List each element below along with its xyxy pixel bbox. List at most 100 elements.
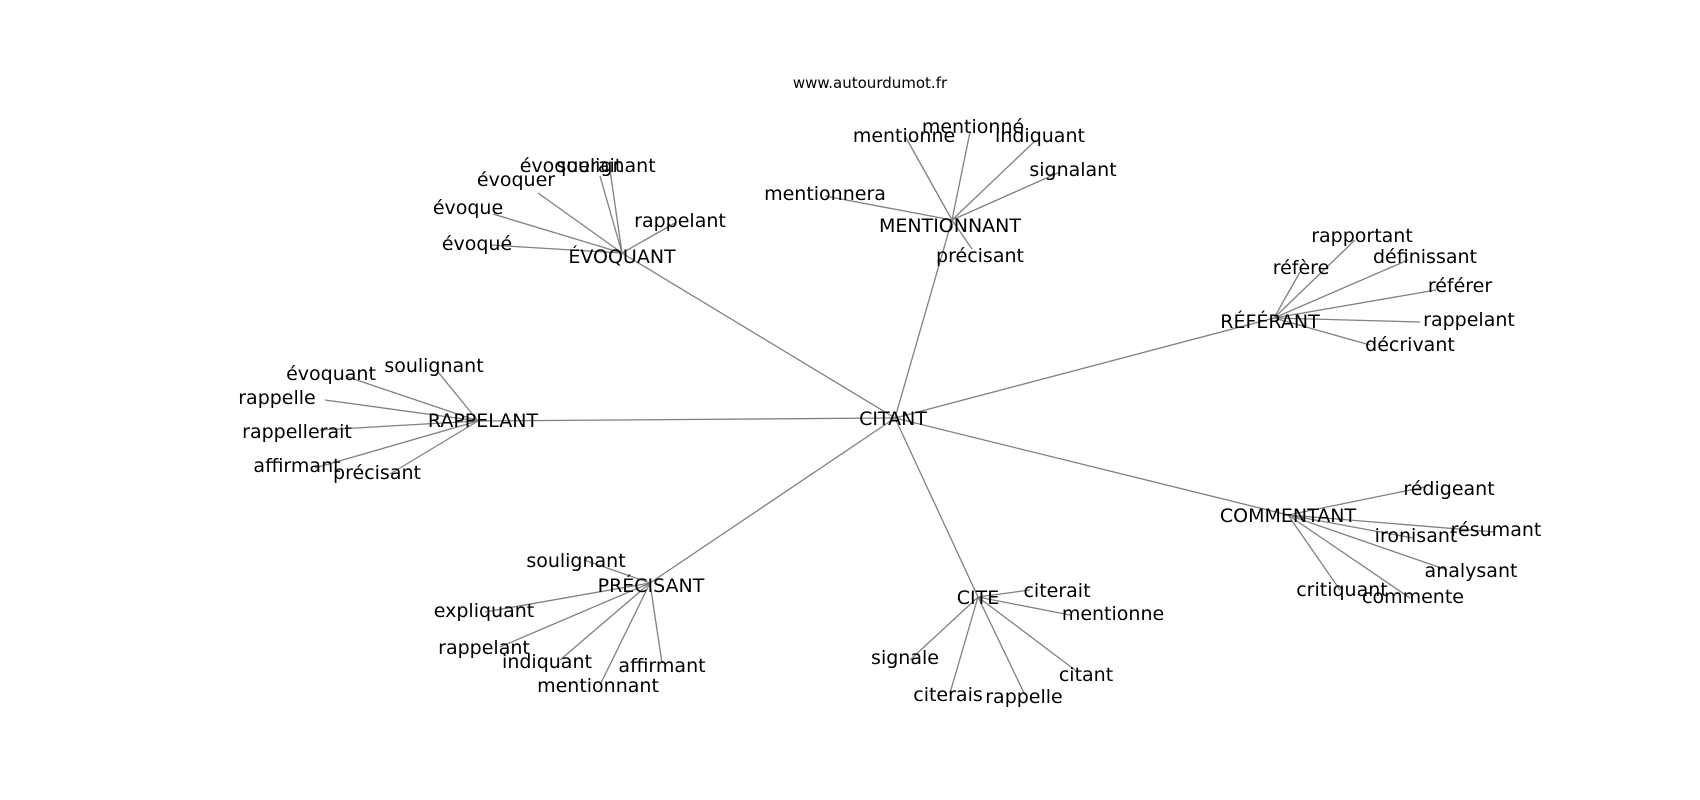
edge-root-2 bbox=[894, 219, 953, 419]
edge-hub-2-leaf-5 bbox=[824, 195, 953, 221]
leaf-node-label[interactable]: indiquant bbox=[995, 125, 1085, 147]
hub-node-label[interactable]: ÉVOQUANT bbox=[568, 245, 676, 268]
edge-root-4 bbox=[477, 417, 896, 422]
edge-hub-4-leaf-5 bbox=[314, 420, 479, 469]
edge-hub-5-leaf-3 bbox=[1287, 514, 1414, 539]
edge-hub-1-leaf-5 bbox=[489, 244, 623, 254]
leaf-node-label[interactable]: rapportant bbox=[1311, 225, 1413, 247]
edge-hub-5-leaf-4 bbox=[1287, 514, 1448, 571]
edge-hub-1-leaf-4 bbox=[492, 213, 623, 254]
edge-hub-7-leaf-3 bbox=[909, 596, 979, 661]
edge-hub-5-leaf-6 bbox=[1287, 514, 1411, 599]
leaf-node-label[interactable]: soulignant bbox=[526, 550, 625, 572]
hub-node-label[interactable]: RÉFÉRANT bbox=[1220, 310, 1320, 333]
leaf-node-label[interactable]: rappelle bbox=[238, 387, 316, 409]
edge-hub-6-leaf-2 bbox=[484, 582, 651, 613]
leaf-node-label[interactable]: soulignant bbox=[556, 155, 655, 177]
hub-node-label[interactable]: CITE bbox=[957, 587, 999, 609]
edge-root-3 bbox=[894, 317, 1275, 419]
edge-hub-7-leaf-6 bbox=[977, 596, 1026, 696]
edge-hub-4-leaf-6 bbox=[389, 420, 479, 475]
edge-hub-3-leaf-3 bbox=[1273, 259, 1409, 319]
hub-node-label[interactable]: COMMENTANT bbox=[1220, 505, 1357, 527]
leaf-node-label[interactable]: citant bbox=[1059, 664, 1113, 686]
leaf-node-label[interactable]: évoque bbox=[433, 197, 503, 219]
edge-hub-4-leaf-3 bbox=[324, 399, 479, 422]
leaf-node-label[interactable]: réfère bbox=[1273, 257, 1330, 279]
edge-hub-7-leaf-5 bbox=[949, 596, 979, 694]
leaf-node-label[interactable]: référer bbox=[1428, 275, 1493, 297]
edge-hub-3-leaf-6 bbox=[1273, 317, 1371, 346]
leaf-node-label[interactable]: mentionnera bbox=[764, 183, 886, 205]
edge-root-5 bbox=[894, 417, 1289, 516]
leaf-node-label[interactable]: évoqué bbox=[442, 233, 512, 255]
edge-hub-4-leaf-1 bbox=[437, 371, 479, 422]
leaf-node-label[interactable]: évoquerait bbox=[520, 155, 623, 177]
hub-node-label[interactable]: PRÉCISANT bbox=[598, 574, 705, 597]
edge-hub-4-leaf-2 bbox=[344, 375, 479, 422]
leaf-node-label[interactable]: précisant bbox=[333, 462, 421, 484]
leaf-node-label[interactable]: mentionnant bbox=[537, 675, 659, 697]
leaf-node-label[interactable]: commente bbox=[1362, 586, 1464, 608]
edge-hub-6-leaf-4 bbox=[559, 582, 651, 661]
leaf-node-label[interactable]: rappelant bbox=[438, 637, 530, 659]
edge-hub-7-leaf-4 bbox=[977, 596, 1076, 671]
hub-node-label[interactable]: RAPPELANT bbox=[428, 410, 539, 432]
leaf-node-label[interactable]: évoquer bbox=[477, 169, 555, 191]
source-url: www.autourdumot.fr bbox=[793, 74, 948, 92]
edge-hub-6-leaf-1 bbox=[583, 559, 651, 584]
leaf-node-label[interactable]: rédigeant bbox=[1403, 478, 1494, 500]
leaf-node-label[interactable]: mentionne bbox=[1062, 603, 1164, 625]
leaf-node-label[interactable]: rappelant bbox=[634, 210, 726, 232]
edge-root-6 bbox=[649, 417, 896, 584]
edge-hub-3-leaf-2 bbox=[1273, 271, 1301, 319]
leaf-node-label[interactable]: analysant bbox=[1425, 560, 1518, 582]
leaf-node-label[interactable]: rappelant bbox=[1423, 309, 1515, 331]
edge-hub-3-leaf-4 bbox=[1273, 289, 1437, 319]
edge-hub-5-leaf-5 bbox=[1287, 514, 1341, 591]
leaf-node-label[interactable]: signalant bbox=[1029, 159, 1116, 181]
leaf-node-label[interactable]: rappelle bbox=[985, 686, 1063, 708]
leaf-node-label[interactable]: ironisant bbox=[1375, 525, 1458, 547]
leaf-node-label[interactable]: mentionne bbox=[853, 125, 955, 147]
graph-labels: évoqueraitsoulignantévoquerévoqueévoquér… bbox=[238, 116, 1541, 708]
edge-hub-2-leaf-4 bbox=[951, 171, 1061, 221]
leaf-node-label[interactable]: affirmant bbox=[618, 655, 705, 677]
leaf-node-label[interactable]: mentionné bbox=[922, 116, 1024, 138]
edge-hub-1-leaf-3 bbox=[537, 192, 623, 254]
root-node-label[interactable]: CITANT bbox=[859, 408, 927, 430]
graph-edges bbox=[314, 131, 1496, 696]
leaf-node-label[interactable]: affirmant bbox=[253, 455, 340, 477]
edge-hub-1-leaf-2 bbox=[609, 169, 623, 254]
hub-node-label[interactable]: MENTIONNANT bbox=[879, 215, 1021, 237]
edge-hub-2-leaf-3 bbox=[951, 139, 1037, 221]
edge-hub-5-leaf-2 bbox=[1287, 514, 1496, 533]
edge-hub-6-leaf-6 bbox=[599, 582, 651, 686]
edge-hub-7-leaf-2 bbox=[977, 596, 1071, 616]
leaf-node-label[interactable]: critiquant bbox=[1296, 579, 1388, 601]
edge-hub-1-leaf-1 bbox=[599, 175, 623, 254]
leaf-node-label[interactable]: expliquant bbox=[434, 600, 534, 622]
edge-hub-2-leaf-1 bbox=[904, 135, 953, 221]
edge-hub-2-leaf-6 bbox=[951, 219, 973, 250]
leaf-node-label[interactable]: évoquant bbox=[286, 363, 376, 385]
leaf-node-label[interactable]: citerais bbox=[913, 684, 983, 706]
edge-hub-7-leaf-1 bbox=[977, 589, 1031, 598]
leaf-node-label[interactable]: signale bbox=[871, 647, 939, 669]
leaf-node-label[interactable]: soulignant bbox=[384, 355, 483, 377]
edge-hub-6-leaf-3 bbox=[499, 582, 651, 648]
leaf-node-label[interactable]: indiquant bbox=[502, 651, 592, 673]
leaf-node-label[interactable]: précisant bbox=[936, 245, 1024, 267]
leaf-node-label[interactable]: résumant bbox=[1451, 519, 1542, 541]
leaf-node-label[interactable]: décrivant bbox=[1365, 334, 1455, 356]
edge-hub-3-leaf-1 bbox=[1273, 239, 1356, 319]
edge-hub-4-leaf-4 bbox=[319, 420, 479, 431]
edge-hub-5-leaf-1 bbox=[1287, 486, 1426, 516]
edge-root-1 bbox=[621, 252, 896, 419]
leaf-node-label[interactable]: rappellerait bbox=[242, 421, 352, 443]
leaf-node-label[interactable]: définissant bbox=[1373, 246, 1477, 268]
edge-hub-1-leaf-6 bbox=[621, 222, 676, 254]
leaf-node-label[interactable]: citerait bbox=[1023, 580, 1090, 602]
edge-hub-6-leaf-5 bbox=[649, 582, 663, 664]
